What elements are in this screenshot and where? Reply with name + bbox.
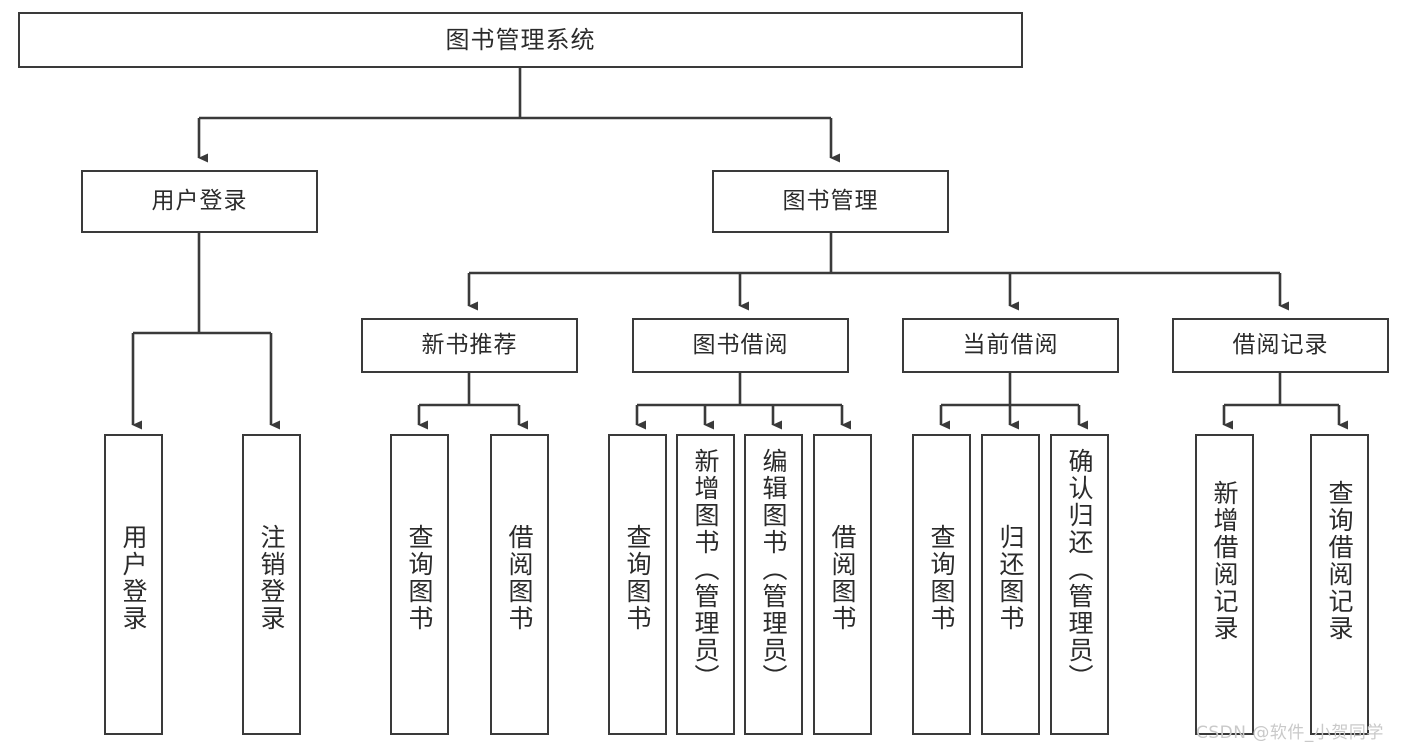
node-label: 借阅记录	[1232, 331, 1329, 358]
leaf-user-login[interactable]: 用户登录	[104, 434, 163, 735]
leaf-return-book[interactable]: 归还图书	[981, 434, 1040, 735]
leaf-label: 新增图书（管理员）	[691, 448, 720, 691]
leaf-query-book-borrow[interactable]: 查询图书	[608, 434, 667, 735]
leaf-label: 借阅图书	[828, 524, 857, 632]
node-book-borrow[interactable]: 图书借阅	[632, 318, 849, 373]
node-label: 图书借阅	[692, 331, 789, 358]
node-label: 当前借阅	[962, 331, 1059, 358]
watermark-csdn: CSDN @软件_小贺同学	[1196, 723, 1384, 743]
leaf-label: 查询借阅记录	[1325, 480, 1354, 642]
node-label: 用户登录	[151, 187, 248, 214]
leaf-label: 查询图书	[927, 524, 956, 632]
leaf-label: 归还图书	[996, 524, 1025, 632]
leaf-label: 查询图书	[405, 524, 434, 632]
node-label: 图书管理	[782, 187, 879, 214]
leaf-label: 确认归还（管理员）	[1065, 448, 1094, 691]
leaf-label: 注销登录	[257, 524, 286, 632]
leaf-label: 用户登录	[119, 524, 148, 632]
leaf-borrow-book-recommend[interactable]: 借阅图书	[490, 434, 549, 735]
node-borrow-record[interactable]: 借阅记录	[1172, 318, 1389, 373]
leaf-query-book-recommend[interactable]: 查询图书	[390, 434, 449, 735]
leaf-label: 查询图书	[623, 524, 652, 632]
leaf-edit-book-admin[interactable]: 编辑图书（管理员）	[744, 434, 803, 735]
leaf-add-borrow-record[interactable]: 新增借阅记录	[1195, 434, 1254, 735]
leaf-query-borrow-record[interactable]: 查询借阅记录	[1310, 434, 1369, 735]
leaf-label: 新增借阅记录	[1210, 480, 1239, 642]
node-book-management[interactable]: 图书管理	[712, 170, 949, 233]
leaf-label: 借阅图书	[505, 524, 534, 632]
node-current-borrow[interactable]: 当前借阅	[902, 318, 1119, 373]
leaf-user-logout[interactable]: 注销登录	[242, 434, 301, 735]
leaf-label: 编辑图书（管理员）	[759, 448, 788, 691]
node-new-book-recommend[interactable]: 新书推荐	[361, 318, 578, 373]
node-label: 图书管理系统	[445, 25, 596, 54]
node-label: 新书推荐	[421, 331, 518, 358]
node-user-login[interactable]: 用户登录	[81, 170, 318, 233]
leaf-borrow-book[interactable]: 借阅图书	[813, 434, 872, 735]
leaf-query-book-current[interactable]: 查询图书	[912, 434, 971, 735]
node-root-system[interactable]: 图书管理系统	[18, 12, 1023, 68]
leaf-confirm-return-admin[interactable]: 确认归还（管理员）	[1050, 434, 1109, 735]
leaf-add-book-admin[interactable]: 新增图书（管理员）	[676, 434, 735, 735]
